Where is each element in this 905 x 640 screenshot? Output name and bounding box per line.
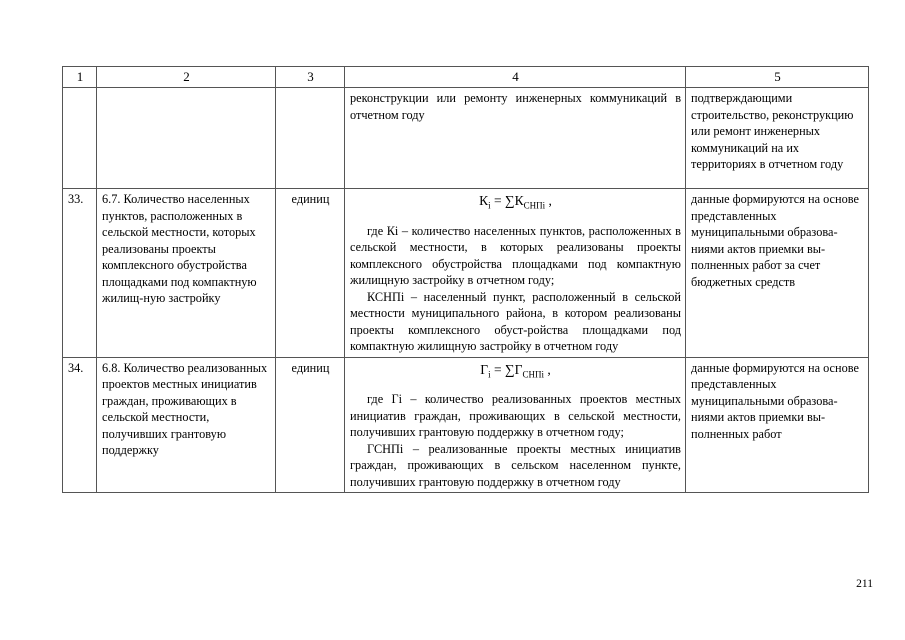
source-cell: данные формируются на основе представлен… <box>685 188 869 358</box>
formula-expression: Кi = ∑КСНПi , <box>350 193 681 210</box>
column-header-2: 2 <box>96 66 276 88</box>
source-cell: подтверждающими строительство, реконстру… <box>685 87 869 189</box>
formula-cell: Гi = ∑ГСНПi , где Гi – количество реализ… <box>344 356 686 493</box>
indicator-cell <box>96 87 276 189</box>
column-header-4: 4 <box>344 66 686 88</box>
formula-symbol-subscript: i <box>488 200 491 211</box>
formula-symbol: Г <box>480 361 489 377</box>
row-number-cell: 33. <box>62 188 97 358</box>
formula-cell: Кi = ∑КСНПi , где Кi – количество населе… <box>344 188 686 358</box>
indicators-table: 1 2 3 4 5 реконструкции или ремонту инже… <box>62 66 869 493</box>
table-row-continuation: реконструкции или ремонту инженерных ком… <box>62 87 869 189</box>
formula-comma: , <box>545 193 552 208</box>
indicator-cell: 6.7. Количество населенных пунктов, расп… <box>96 188 276 358</box>
indicator-cell: 6.8. Количество реализованных проектов м… <box>96 356 276 493</box>
unit-cell: единиц <box>275 188 345 358</box>
formula-equals: = <box>494 361 502 377</box>
column-header-3: 3 <box>275 66 345 88</box>
formula-symbol: К <box>479 193 489 208</box>
formula-symbol-subscript: i <box>488 369 491 380</box>
formula-sum-symbol: ∑Г <box>505 361 523 377</box>
formula-paragraph: где Гi – количество реализованных проект… <box>350 392 681 439</box>
row-number-cell: 34. <box>62 356 97 493</box>
table-row-33: 33. 6.7. Количество населенных пунктов, … <box>62 188 869 358</box>
formula-sum-symbol: ∑К <box>505 193 524 208</box>
column-header-1: 1 <box>62 66 97 88</box>
unit-cell: единиц <box>275 356 345 493</box>
unit-cell <box>275 87 345 189</box>
formula-sum-subscript: СНПi <box>522 369 544 380</box>
formula-comma: , <box>543 361 551 377</box>
formula-expression: Гi = ∑ГСНПi , <box>350 362 681 379</box>
formula-equals: = <box>494 193 502 208</box>
table-header-row: 1 2 3 4 5 <box>62 66 869 88</box>
column-header-5: 5 <box>685 66 869 88</box>
formula-cell: реконструкции или ремонту инженерных ком… <box>344 87 686 189</box>
row-number-cell <box>62 87 97 189</box>
table-row-34: 34. 6.8. Количество реализованных проект… <box>62 356 869 493</box>
formula-sum-subscript: СНПi <box>523 200 546 211</box>
formula-paragraph: ГСНПi – реализованные проекты местных ин… <box>350 441 681 489</box>
formula-paragraph: где Кi – количество населенных пунктов, … <box>350 223 681 288</box>
formula-paragraph: КСНПi – населенный пункт, расположенный … <box>350 289 681 354</box>
page-number: 211 <box>856 578 873 590</box>
formula-paragraph: реконструкции или ремонту инженерных ком… <box>350 91 681 122</box>
source-cell: данные формируются на основе представлен… <box>685 356 869 493</box>
